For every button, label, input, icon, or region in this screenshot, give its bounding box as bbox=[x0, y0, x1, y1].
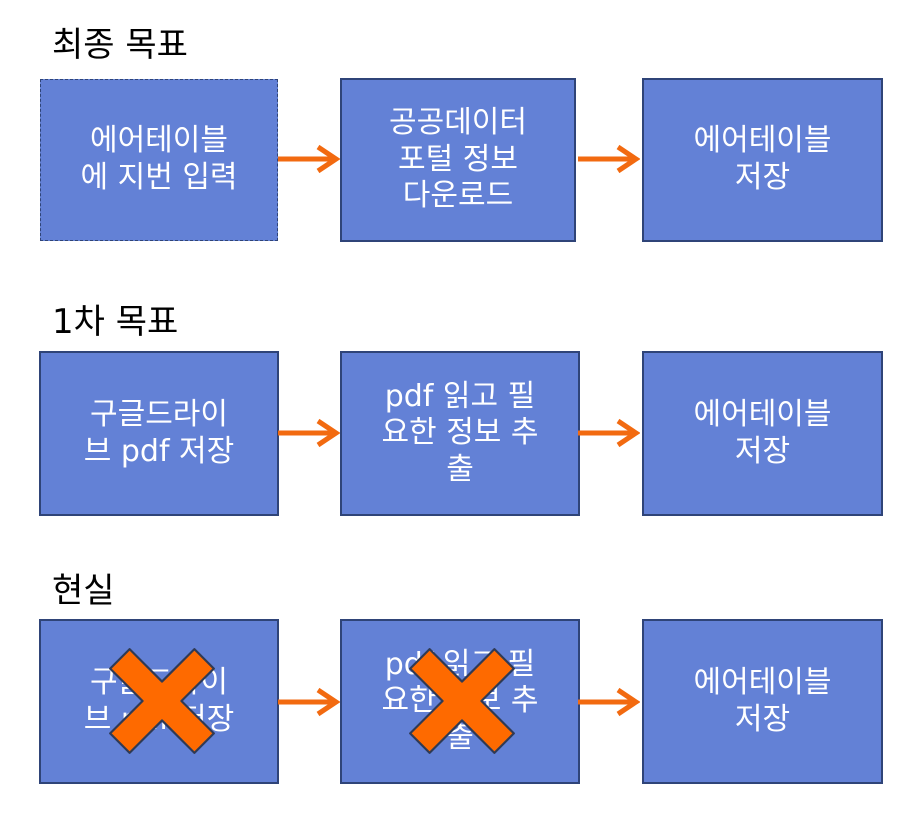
x-mark-icon bbox=[109, 648, 215, 754]
box-extract-pdf-info[interactable]: pdf 읽고 필 요한 정보 추 출 bbox=[340, 351, 580, 516]
row-title-reality: 현실 bbox=[52, 571, 115, 611]
arrow-right-icon bbox=[278, 687, 340, 717]
box-save-airtable[interactable]: 에어테이블 저장 bbox=[642, 78, 883, 242]
box-save-airtable[interactable]: 에어테이블 저장 bbox=[642, 351, 883, 516]
box-enter-lot-number[interactable]: 에어테이블 에 지번 입력 bbox=[40, 79, 278, 241]
arrow-right-icon bbox=[278, 418, 340, 448]
arrow-right-icon bbox=[578, 418, 640, 448]
arrow-right-icon bbox=[578, 144, 640, 174]
box-save-pdf-drive[interactable]: 구글드라이 브 pdf 저장 bbox=[39, 351, 279, 516]
box-save-airtable[interactable]: 에어테이블 저장 bbox=[642, 619, 883, 784]
row-title-final-goal: 최종 목표 bbox=[52, 25, 188, 65]
arrow-right-icon bbox=[578, 687, 640, 717]
x-mark-icon bbox=[409, 648, 515, 754]
row-title-first-goal: 1차 목표 bbox=[52, 302, 179, 342]
arrow-right-icon bbox=[278, 144, 340, 174]
box-download-public-data[interactable]: 공공데이터 포털 정보 다운로드 bbox=[340, 78, 576, 242]
